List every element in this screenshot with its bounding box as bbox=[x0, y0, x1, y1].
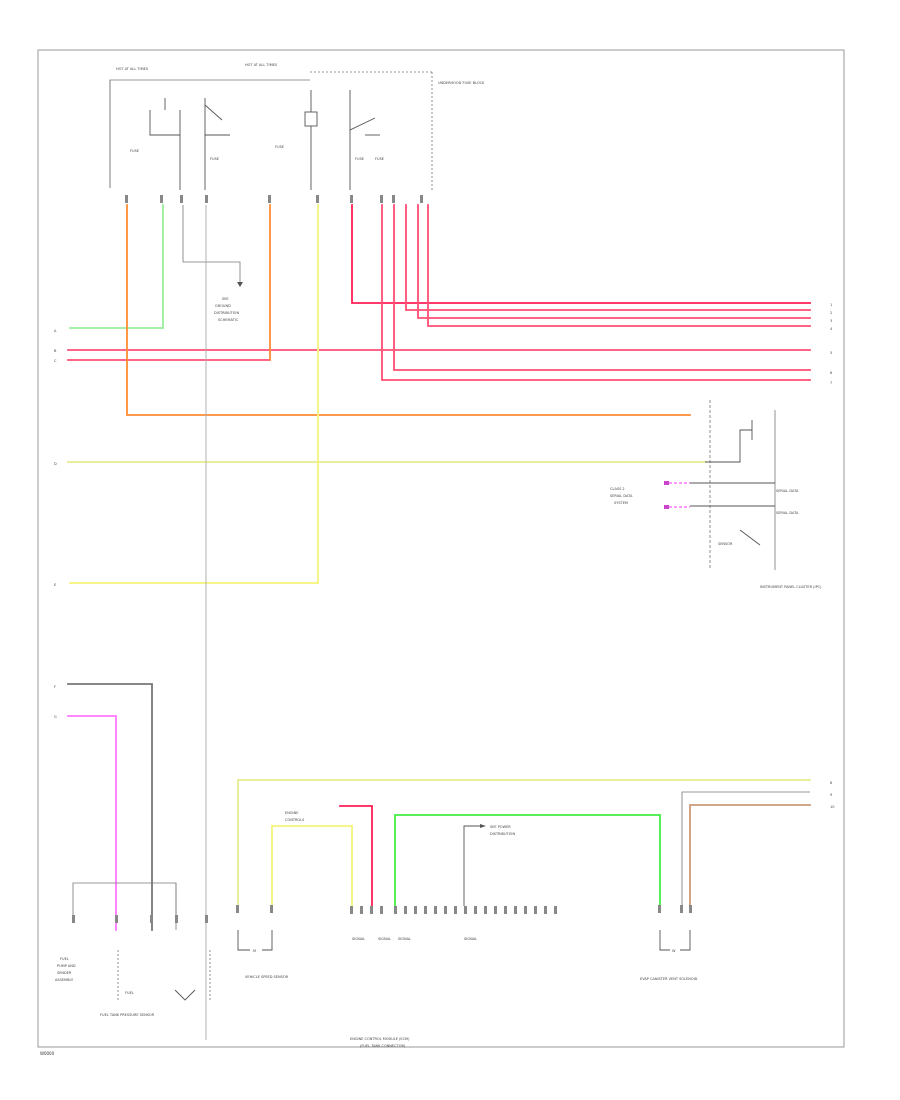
svg-text:M: M bbox=[253, 949, 256, 953]
svg-text:W: W bbox=[672, 949, 676, 953]
wire-pink-7 bbox=[393, 204, 811, 371]
svg-text:C: C bbox=[54, 359, 57, 363]
diagram-frame bbox=[37, 49, 845, 1048]
vehicle-speed-sensor: M VEHICLE SPEED SENSOR bbox=[236, 905, 289, 979]
svg-text:FUEL: FUEL bbox=[60, 957, 69, 961]
svg-text:FUSE: FUSE bbox=[355, 157, 364, 161]
svg-text:SCHEMATIC: SCHEMATIC bbox=[218, 318, 239, 322]
svg-text:ENGINE: ENGINE bbox=[285, 811, 298, 815]
svg-text:3: 3 bbox=[830, 319, 832, 323]
svg-text:SENDER: SENDER bbox=[57, 971, 72, 975]
svg-text:DISTRIBUTION: DISTRIBUTION bbox=[490, 832, 515, 836]
svg-text:8: 8 bbox=[830, 781, 832, 785]
svg-text:SERIAL DATA: SERIAL DATA bbox=[610, 494, 633, 498]
svg-text:G: G bbox=[54, 715, 57, 719]
svg-text:FUEL: FUEL bbox=[125, 991, 134, 995]
wire-black-right bbox=[681, 791, 810, 906]
note-ground-reference: SEE GROUND DISTRIBUTION SCHEMATIC bbox=[214, 297, 239, 322]
fuse-block-label: UNDERHOOD FUSE BLOCK bbox=[438, 81, 485, 85]
svg-text:SERIAL DATA: SERIAL DATA bbox=[776, 489, 799, 493]
wire-green-ecm bbox=[394, 814, 661, 907]
svg-text:2: 2 bbox=[830, 311, 832, 315]
wire-pink-5 bbox=[427, 204, 811, 327]
top-label-2: HOT AT ALL TIMES bbox=[245, 63, 278, 67]
svg-text:10: 10 bbox=[830, 805, 834, 809]
svg-text:7: 7 bbox=[830, 381, 832, 385]
wire-tan bbox=[689, 804, 811, 907]
svg-text:SENSOR: SENSOR bbox=[718, 542, 733, 546]
svg-text:CONTROLS: CONTROLS bbox=[285, 818, 305, 822]
svg-text:SIGNAL: SIGNAL bbox=[464, 937, 477, 941]
svg-text:D: D bbox=[54, 462, 57, 466]
fuel-tank-label: FUEL TANK PRESSURE SENSOR bbox=[100, 1013, 155, 1017]
wire-violet bbox=[67, 715, 117, 931]
fuse-block-connectors bbox=[125, 195, 423, 203]
footer-code: W0000 bbox=[40, 1051, 55, 1056]
wire-pink-4 bbox=[417, 204, 811, 319]
evap-canister-vent-solenoid: W EVAP CANISTER VENT SOLENOID bbox=[640, 905, 698, 981]
svg-text:CLASS 2: CLASS 2 bbox=[610, 487, 625, 491]
svg-text:SIGNAL: SIGNAL bbox=[398, 937, 411, 941]
ecm-label: ENGINE CONTROL MODULE (ECM) bbox=[350, 1037, 410, 1041]
underhood-fuse-block: HOT AT ALL TIMES HOT AT ALL TIMES UNDERH… bbox=[109, 63, 485, 190]
svg-text:SIGNAL: SIGNAL bbox=[352, 937, 365, 941]
svg-text:SYSTEM: SYSTEM bbox=[614, 501, 628, 505]
instrument-cluster-label: INSTRUMENT PANEL CLUSTER (IPC) bbox=[760, 585, 822, 589]
svg-text:FUSE: FUSE bbox=[130, 149, 139, 153]
ecm-sub-label: (FUEL TANK CONNECTOR) bbox=[360, 1044, 406, 1048]
svg-text:ASSEMBLY: ASSEMBLY bbox=[55, 978, 74, 982]
svg-text:B: B bbox=[54, 349, 57, 353]
wire-green-left bbox=[69, 204, 164, 329]
svg-text:1: 1 bbox=[830, 303, 832, 307]
wire-yellow-3 bbox=[237, 779, 811, 907]
svg-text:SEE POWER: SEE POWER bbox=[490, 825, 511, 829]
vehicle-speed-label: VEHICLE SPEED SENSOR bbox=[245, 975, 289, 979]
top-label-1: HOT AT ALL TIMES bbox=[116, 67, 149, 71]
instrument-cluster-module: SENSOR SERIAL DATA SERIAL DATA CLASS 2 S… bbox=[610, 400, 822, 589]
wire-red-1 bbox=[351, 204, 811, 304]
wire-yellow-2 bbox=[69, 204, 319, 584]
svg-text:FUSE: FUSE bbox=[375, 157, 384, 161]
svg-text:GROUND: GROUND bbox=[215, 304, 231, 308]
svg-text:A: A bbox=[54, 329, 57, 333]
wire-pink-3 bbox=[405, 204, 811, 311]
wire-ground-note bbox=[182, 205, 241, 282]
svg-text:E: E bbox=[54, 583, 56, 587]
svg-text:SEE: SEE bbox=[222, 297, 229, 301]
svg-text:SERIAL DATA: SERIAL DATA bbox=[776, 511, 799, 515]
fuel-tank-pressure-sensor: FUEL FUEL PUMP AND SENDER ASSEMBLY FUEL … bbox=[55, 882, 211, 1017]
evap-label: EVAP CANISTER VENT SOLENOID bbox=[640, 977, 698, 981]
wire-orange bbox=[126, 204, 691, 416]
wire-gray bbox=[67, 683, 153, 931]
wire-red-ecm bbox=[339, 805, 373, 907]
ecm-connector: SIGNAL SIGNAL SIGNAL SIGNAL ENGINE CONTR… bbox=[350, 906, 557, 1048]
wire-yellow-4 bbox=[271, 825, 353, 907]
svg-text:PUMP AND: PUMP AND bbox=[57, 964, 76, 968]
svg-text:4: 4 bbox=[830, 327, 833, 331]
svg-text:5: 5 bbox=[830, 351, 832, 355]
svg-text:6: 6 bbox=[830, 371, 832, 375]
svg-text:FUSE: FUSE bbox=[210, 157, 219, 161]
svg-text:FUSE: FUSE bbox=[275, 145, 284, 149]
svg-text:9: 9 bbox=[830, 793, 832, 797]
svg-text:DISTRIBUTION: DISTRIBUTION bbox=[214, 311, 239, 315]
svg-text:SIGNAL: SIGNAL bbox=[378, 937, 391, 941]
svg-text:F: F bbox=[54, 685, 56, 689]
wire-pink-6 bbox=[381, 204, 811, 381]
